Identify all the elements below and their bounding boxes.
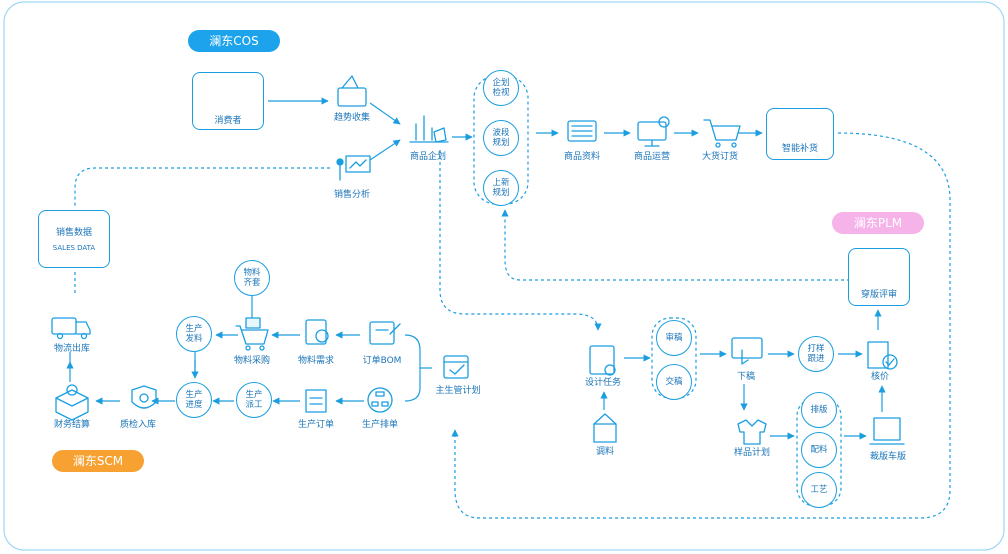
product-plan-icon: [409, 115, 449, 143]
bom-label: 订单BOM: [362, 356, 402, 366]
material-demand-label: 物料需求: [297, 356, 335, 366]
consumer-box: [192, 72, 264, 130]
sewing-machine-icon: [869, 417, 905, 445]
product-ops-label: 商品运营: [633, 152, 671, 162]
fit-review-label: 穿版评审: [860, 290, 898, 300]
logistics-out-label: 物流出库: [53, 344, 91, 354]
material-purchase-label: 物料采购: [233, 356, 271, 366]
trend-label: 趋势收集: [333, 113, 371, 123]
trend-icon: [337, 75, 367, 107]
sales-data-label: 销售数据: [55, 228, 93, 238]
review-node: 审稿: [656, 320, 692, 356]
product-ops-icon: [637, 116, 670, 147]
new-plan-node: 上新 规划: [483, 170, 519, 206]
product-data-icon: [567, 120, 597, 142]
material-kit-node: 物料 齐套: [234, 260, 270, 296]
craft-node: 工艺: [801, 472, 837, 508]
fit-review-box: [848, 248, 910, 306]
qc-in-label: 质检入库: [119, 420, 157, 430]
smart-replenish-box: [766, 108, 834, 160]
calendar-icon: [443, 355, 469, 379]
issue-material-node: 生产 发料: [176, 316, 212, 352]
progress-node: 生产 进度: [176, 382, 212, 418]
finance-label: 财务结算: [53, 420, 91, 430]
draft-exchange-node: 交稿: [656, 364, 692, 400]
basket-icon: [235, 317, 269, 351]
master-plan-label: 主生管计划: [435, 386, 481, 396]
fabric-icon: [593, 413, 617, 443]
product-plan-label: 商品企划: [409, 152, 447, 162]
sample-plan-icon: [737, 419, 767, 445]
qc-shield-icon: [131, 385, 157, 409]
sales-analysis-label: 销售分析: [333, 190, 371, 200]
issue-draft-icon: [731, 337, 763, 365]
tag-scm: 澜东SCM: [52, 450, 144, 472]
tag-plm: 澜东PLM: [832, 212, 924, 234]
truck-icon: [51, 317, 91, 340]
prod-order-icon: [305, 389, 327, 413]
design-task-icon: [589, 345, 616, 376]
bulk-order-label: 大货订货: [701, 152, 739, 162]
tag-cos: 澜东COS: [188, 30, 280, 52]
sales-analysis-icon: [336, 155, 371, 181]
issue-draft-label: 下稿: [736, 372, 756, 382]
product-data-label: 商品资料: [563, 152, 601, 162]
sales-data-box: [38, 210, 110, 268]
matching-node: 配料: [801, 432, 837, 468]
schedule-label: 生产排单: [361, 420, 399, 430]
plan-review-node: 企划 检视: [483, 70, 519, 106]
consumer-label: 消费者: [214, 116, 242, 126]
finance-icon: [55, 384, 89, 421]
wave-plan-node: 波段 规划: [483, 120, 519, 156]
price-check-label: 核价: [870, 372, 890, 382]
bom-icon: [369, 321, 401, 345]
sample-follow-node: 打样 跟进: [798, 336, 834, 372]
cart-icon: [703, 119, 741, 148]
price-check-icon: [867, 341, 898, 370]
cut-sew-label: 裁版车版: [869, 452, 907, 462]
outer-frame: [3, 1, 1005, 551]
fabric-label: 调料: [595, 447, 615, 457]
design-task-label: 设计任务: [584, 378, 622, 388]
sales-data-en-label: SALES DATA: [52, 244, 96, 252]
prod-order-label: 生产订单: [297, 420, 335, 430]
smart-replenish-label: 智能补货: [781, 144, 819, 154]
material-demand-icon: [305, 319, 329, 345]
dispatch-node: 生产 派工: [236, 382, 272, 418]
schedule-icon: [367, 387, 393, 413]
sample-plan-label: 样品计划: [733, 448, 771, 458]
marker-node: 排版: [801, 392, 837, 428]
